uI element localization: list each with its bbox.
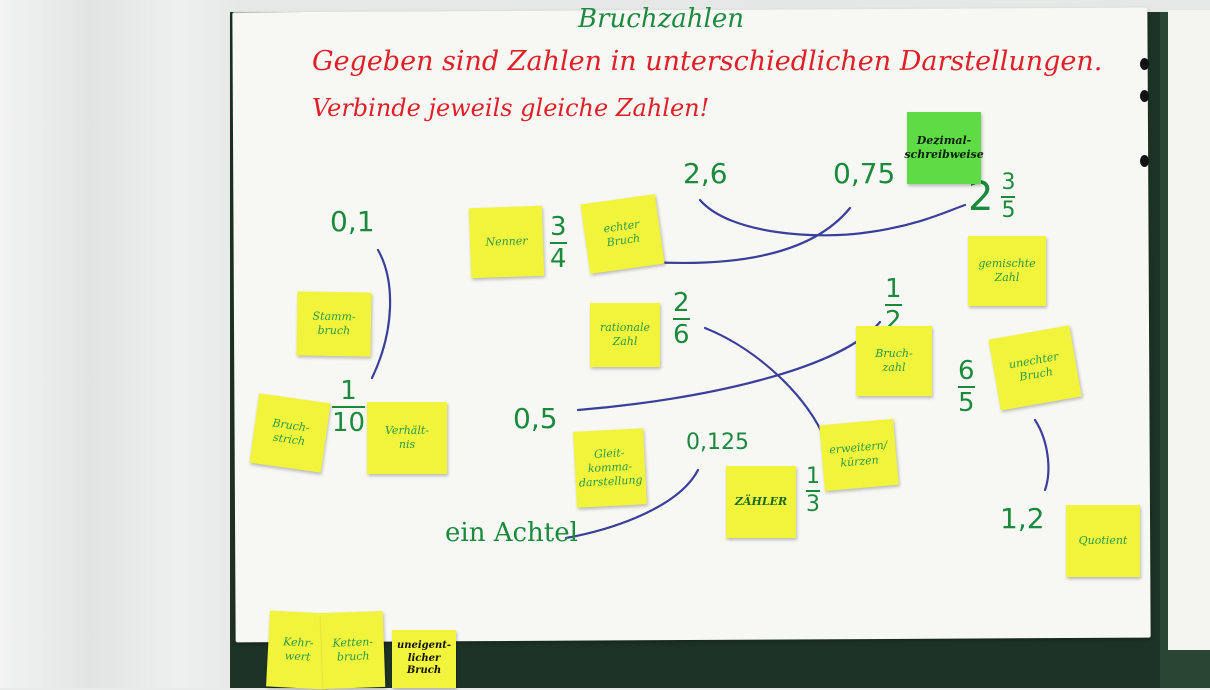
- note-text: Verhält- nis: [385, 424, 429, 451]
- number-0-75: 0,75: [833, 157, 896, 190]
- number-0-1: 0,1: [330, 205, 375, 238]
- note-text: rationale Zahl: [599, 321, 651, 348]
- note-text: Quotient: [1078, 534, 1128, 548]
- note-text: Ketten- bruch: [332, 635, 374, 664]
- fraction-numerator: 2: [673, 288, 690, 318]
- note-text: Bruch- strich: [271, 416, 311, 449]
- poster-title: Bruchzahlen: [578, 4, 744, 34]
- note-zaehler: ZÄHLER: [726, 466, 796, 538]
- fraction-bar: [550, 242, 567, 244]
- note-echter-bruch: echter Bruch: [580, 194, 665, 274]
- note-text: Nenner: [485, 234, 528, 249]
- punch-hole: [1140, 58, 1149, 70]
- fraction-numerator: 1: [340, 376, 357, 406]
- note-text: Bruch- zahl: [875, 347, 913, 374]
- number-1-2: 1,2: [1000, 502, 1045, 535]
- note-text: Dezimal- schreibweise: [904, 134, 984, 161]
- fraction-bar: [1001, 196, 1016, 198]
- note-text: uneigent- licher Bruch: [396, 640, 452, 677]
- note-bruchzahl: Bruch- zahl: [856, 326, 932, 396]
- fraction-numerator: 6: [958, 356, 975, 386]
- number-2-6: 2,6: [683, 157, 728, 190]
- note-gemischte-zahl: gemischte Zahl: [968, 236, 1046, 306]
- line-01-to-1-10: [370, 248, 392, 380]
- fraction-numerator: 3: [550, 212, 567, 242]
- note-gleitkommadarstellung: Gleit- komma- darstellung: [573, 428, 647, 508]
- note-rationale-zahl: rationale Zahl: [590, 303, 660, 367]
- number-0-125: 0,125: [686, 430, 749, 455]
- fraction-1-3: 1 3: [806, 466, 820, 516]
- note-unechter-bruch: unechter Bruch: [988, 325, 1082, 411]
- note-verhaeltnis: Verhält- nis: [367, 402, 447, 474]
- fraction-bar: [332, 406, 366, 408]
- note-stammbruch: Stamm- bruch: [296, 291, 372, 357]
- line-6-5-to-12: [1033, 418, 1050, 492]
- fraction-denominator: 5: [958, 388, 975, 418]
- note-quotient: Quotient: [1066, 505, 1140, 577]
- fraction-bar: [885, 304, 902, 306]
- fraction-denominator: 5: [1001, 198, 1016, 223]
- note-text: Gleit- komma- darstellung: [578, 446, 643, 490]
- fraction-3-4: 3 4: [550, 214, 567, 272]
- note-text: unechter Bruch: [1007, 350, 1060, 384]
- line-achtel-to-0125: [564, 468, 700, 540]
- fraction-bar: [958, 386, 975, 388]
- instruction-line-1: Gegeben sind Zahlen in unterschiedlichen…: [312, 46, 1103, 77]
- note-bruchstrich: Bruch- strich: [249, 393, 331, 473]
- number-ein-achtel: ein Achtel: [445, 518, 578, 548]
- mixed-fraction: 3 5: [1001, 170, 1016, 223]
- line-2-6-to-1-3: [703, 326, 827, 442]
- note-erweitern-kuerzen: erweitern/ kürzen: [819, 418, 899, 492]
- note-text: erweitern/ kürzen: [828, 438, 888, 470]
- note-nenner: Nenner: [468, 205, 545, 279]
- fraction-denominator: 6: [673, 320, 690, 350]
- note-kettenbruch: Ketten- bruch: [320, 610, 386, 690]
- fraction-1-10: 1 10: [332, 376, 366, 438]
- number-0-5: 0,5: [513, 402, 558, 435]
- neighbor-poster: [1168, 10, 1210, 650]
- fraction-numerator: 1: [806, 464, 820, 489]
- punch-hole: [1140, 90, 1149, 102]
- fraction-bar: [673, 318, 690, 320]
- fraction-denominator: 10: [332, 408, 366, 438]
- punch-hole: [1140, 155, 1149, 167]
- fraction-denominator: 4: [550, 244, 567, 274]
- line-26-to-2-3-5: [698, 198, 967, 237]
- fraction-bar: [806, 490, 820, 492]
- line-075-to-3-4: [648, 206, 852, 264]
- fraction-6-5: 6 5: [958, 358, 975, 416]
- note-text: Kehr- wert: [282, 635, 314, 664]
- fraction-numerator: 3: [1001, 170, 1016, 195]
- fraction-numerator: 1: [885, 274, 902, 304]
- note-text: ZÄHLER: [734, 495, 788, 509]
- note-text: gemischte Zahl: [978, 257, 1036, 284]
- note-text: echter Bruch: [602, 217, 641, 250]
- note-dezimalschreibweise: Dezimal- schreibweise: [904, 112, 984, 184]
- fraction-2-6: 2 6: [673, 290, 690, 348]
- instruction-line-2: Verbinde jeweils gleiche Zahlen!: [312, 94, 710, 122]
- fraction-denominator: 3: [806, 492, 820, 517]
- note-text: Stamm- bruch: [312, 309, 356, 338]
- note-uneigentlicher-bruch: uneigent- licher Bruch: [392, 630, 456, 688]
